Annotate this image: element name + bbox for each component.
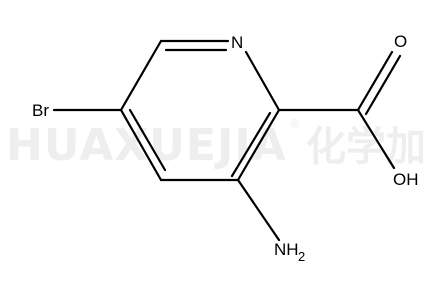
bond-n1-c2: [244, 50, 281, 112]
bond-c4-c5-double: [128, 108, 167, 172]
watermark-latin: HUAXUEJIA: [6, 120, 287, 171]
bond-c-o-double-b: [364, 54, 402, 116]
bond-c3-nh2: [236, 178, 281, 242]
amine-label: NH: [274, 240, 299, 259]
bond-c2-c3: [236, 108, 281, 182]
bond-c-o-double-a: [356, 50, 394, 112]
atom-labels: N Br O OH NH 2: [32, 32, 419, 264]
carbonyl-oxygen-label: O: [394, 32, 407, 51]
bond-c2-c3-double: [230, 111, 272, 178]
bromine-label: Br: [32, 101, 49, 120]
watermark-chinese: 化学加: [306, 124, 426, 170]
bond-c-oh: [356, 108, 396, 170]
hydroxyl-label: OH: [393, 170, 419, 189]
watermark-registered-mark: ®: [289, 117, 301, 131]
bond-c5-c6: [119, 39, 163, 112]
watermark: HUAXUEJIA ® 化学加: [6, 117, 426, 171]
amine-subscript: 2: [298, 249, 305, 264]
bond-c4-c5: [119, 108, 163, 182]
bonds: [52, 39, 402, 242]
ring-nitrogen-label: N: [231, 33, 243, 52]
